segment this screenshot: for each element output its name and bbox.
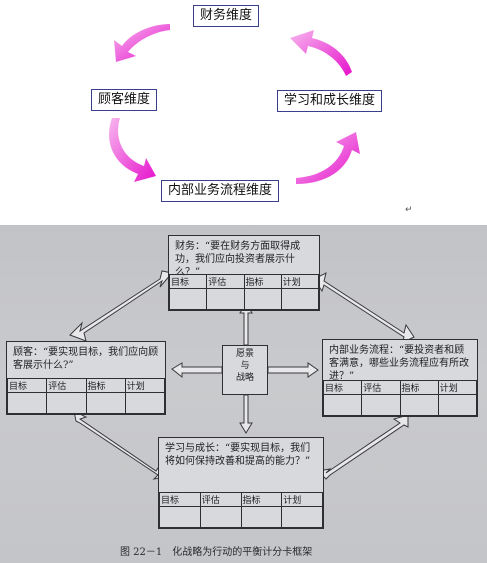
arrow-center-right — [267, 362, 319, 378]
arrow-customer-learning — [73, 410, 167, 480]
arrow-finance-process — [313, 272, 415, 344]
customer-col-measure: 评估 — [46, 378, 87, 393]
finance-dimension-box: 财务维度 — [193, 5, 260, 27]
cycle-arrows — [109, 24, 360, 184]
process-col-goal: 目标 — [322, 380, 363, 395]
and-label: 与 — [240, 361, 250, 371]
arrow-center-left — [171, 362, 223, 379]
customer-col-goal: 目标 — [6, 378, 48, 393]
process-col-plan: 计划 — [437, 380, 478, 395]
learning-table: 目标 评估 指标 计划 — [159, 492, 323, 528]
finance-col-plan: 计划 — [280, 274, 320, 289]
process-question: 内部业务流程：“要投资者和顾客满意，哪些业务流程应有所改进？” — [329, 345, 469, 382]
arrow-customer-finance — [69, 270, 173, 342]
customer-question: 顾客：“要实现目标，我们应向顾客展示什么?” — [13, 347, 159, 371]
finance-card: 财务：“要在财务方面取得成功，我们应向投资者展示什么？” 目标 评估 指标 计划 — [168, 235, 320, 311]
finance-dimension-label: 财务维度 — [200, 8, 253, 23]
process-col-target: 指标 — [399, 380, 439, 395]
learning-question: 学习与成长：“要实现目标，我们将如何保持改善和提高的能力？” — [165, 443, 311, 467]
learning-col-target: 指标 — [240, 492, 283, 507]
arrow-customer-to-process — [109, 118, 156, 182]
customer-card: 顾客：“要实现目标，我们应向顾客展示什么?” 目标 评估 指标 计划 — [6, 341, 166, 415]
process-card: 内部业务流程：“要投资者和顾客满意，哪些业务流程应有所改进？” 目标 评估 指标… — [322, 339, 478, 417]
customer-table: 目标 评估 指标 计划 — [6, 378, 166, 414]
arrow-center-down — [239, 394, 253, 434]
finance-table: 目标 评估 指标 计划 — [168, 274, 320, 310]
strategy-label: 战略 — [235, 373, 254, 383]
framework-photo: 财务：“要在财务方面取得成功，我们应向投资者展示什么？” 目标 评估 指标 计划… — [0, 225, 487, 563]
vision-strategy-box: 愿景 与 战略 — [222, 345, 268, 395]
finance-col-goal: 目标 — [168, 274, 208, 289]
learning-col-goal: 目标 — [159, 492, 201, 507]
process-table: 目标 评估 指标 计划 — [322, 380, 478, 416]
process-col-measure: 评估 — [361, 380, 401, 395]
paragraph-mark: ↵ — [405, 205, 413, 215]
process-dimension-box: 内部业务流程维度 — [161, 180, 280, 202]
learning-col-measure: 评估 — [199, 492, 242, 507]
arrow-process-to-learning — [296, 132, 360, 184]
customer-dimension-box: 顾客维度 — [91, 89, 158, 111]
arrow-learning-to-finance — [290, 30, 352, 76]
figure-caption: 图 22－1 化战略为行动的平衡计分卡框架 — [120, 547, 313, 558]
customer-col-target: 指标 — [85, 378, 126, 393]
finance-col-measure: 评估 — [206, 274, 245, 289]
process-dimension-label: 内部业务流程维度 — [168, 183, 273, 198]
arrow-process-learning — [316, 414, 409, 480]
customer-col-plan: 计划 — [124, 378, 166, 393]
learning-dimension-box: 学习和成长维度 — [277, 90, 383, 112]
finance-col-target: 指标 — [243, 274, 282, 289]
customer-dimension-label: 顾客维度 — [98, 92, 151, 107]
learning-dimension-label: 学习和成长维度 — [284, 93, 376, 108]
learning-card: 学习与成长：“要实现目标，我们将如何保持改善和提高的能力？” 目标 评估 指标 … — [158, 437, 324, 529]
vision-label: 愿景 — [235, 349, 254, 359]
learning-col-plan: 计划 — [281, 492, 323, 507]
finance-question: 财务：“要在财务方面取得成功，我们应向投资者展示什么？” — [175, 241, 301, 278]
arrow-finance-to-customer — [114, 24, 170, 62]
